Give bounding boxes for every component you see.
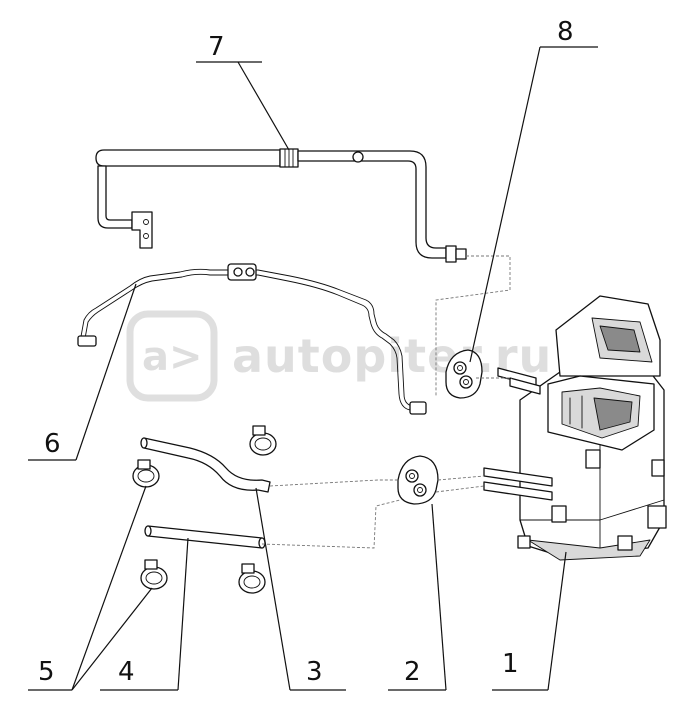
part-5-clamps (132, 425, 277, 594)
part-8-grommet (445, 349, 483, 399)
callout-3: 3 (306, 657, 323, 687)
callout-8: 8 (557, 17, 574, 47)
part-2-grommet (397, 455, 439, 505)
callout-4: 4 (118, 657, 135, 687)
callout-2: 2 (404, 657, 421, 687)
leader-lines (28, 46, 598, 691)
watermark-logo-glyph: a> (142, 334, 203, 380)
part-1-heater-module (483, 295, 667, 561)
watermark-logo-box (126, 310, 218, 402)
part-6-pipe (77, 263, 427, 415)
clamp-1 (132, 459, 160, 488)
callout-7: 7 (208, 32, 225, 62)
clamp-2 (249, 425, 277, 456)
part-7-pipe (95, 148, 467, 263)
clamp-4 (238, 563, 266, 594)
callout-labels: 7 8 6 5 4 3 2 1 (38, 17, 574, 687)
part-3-hose (140, 437, 271, 493)
callout-6: 6 (44, 429, 61, 459)
callout-1: 1 (502, 649, 519, 679)
watermark: a> autopiter.ru (126, 310, 551, 402)
clamp-3 (140, 559, 168, 590)
callout-5: 5 (38, 657, 55, 687)
connection-lines (261, 255, 512, 549)
part-4-hose (144, 525, 266, 549)
